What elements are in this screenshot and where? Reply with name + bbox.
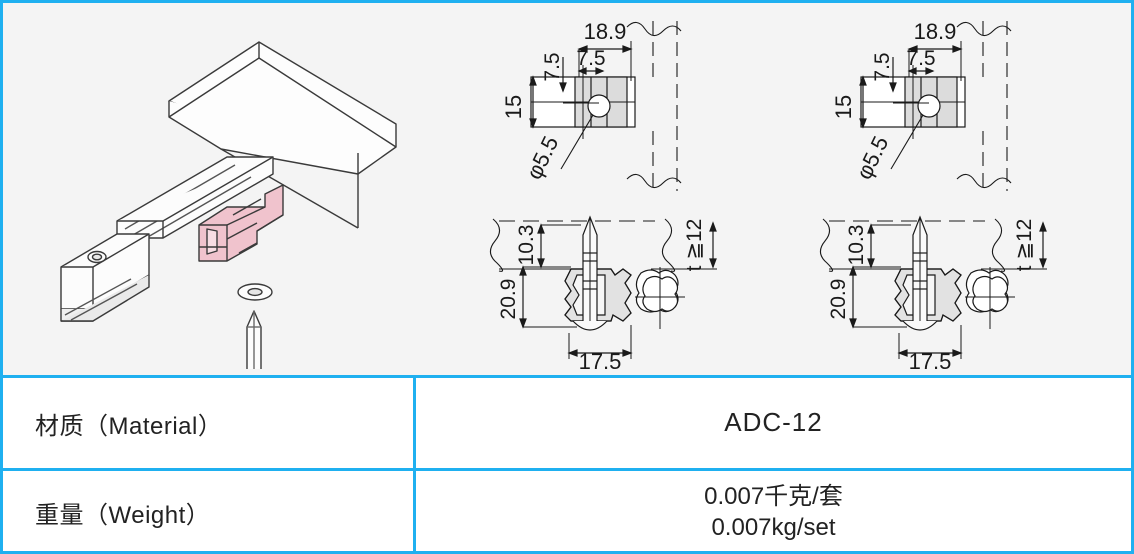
dim-total-height-right: 20.9: [827, 279, 850, 320]
weight-label: 重量（Weight）: [3, 471, 416, 551]
dim-hole-dia-top-right: φ5.5: [851, 132, 893, 183]
bracket-clip: [198, 184, 284, 262]
specification-table: 材质（Material） ADC-12 重量（Weight） 0.007千克/套…: [3, 375, 1131, 551]
drive-pin: [246, 310, 262, 369]
dim-width-bottom-right: 17.5: [909, 349, 952, 373]
section-view-left: 10.3 20.9 17.5 t ≧12: [489, 215, 717, 373]
dim-height-top-left: 15: [501, 95, 526, 119]
dim-offset-top-left: 7.5: [541, 52, 564, 81]
isometric-assembly-illustration: [60, 41, 397, 369]
dim-total-height-left: 20.9: [497, 279, 520, 320]
drawing-area: 18.9 7.5 7.5 15 φ5.5: [3, 3, 1131, 375]
dim-pin-height-right: 10.3: [845, 225, 868, 266]
washer: [237, 283, 273, 301]
dim-height-top-right: 15: [831, 95, 856, 119]
end-cap: [60, 233, 150, 322]
dim-offset-top-right: 7.5: [871, 52, 894, 81]
dim-width-top-right: 18.9: [914, 19, 957, 44]
table-row-weight: 重量（Weight） 0.007千克/套 0.007kg/set: [3, 468, 1131, 551]
rail-profile: [116, 156, 274, 242]
plan-view-left: 18.9 7.5 7.5 15 φ5.5: [501, 19, 682, 191]
dim-panel-thickness-right: t ≧12: [1013, 219, 1036, 272]
dim-width-bottom-left: 17.5: [579, 349, 622, 373]
plan-view-right: 18.9 7.5 7.5 15 φ5.5: [831, 19, 1012, 191]
dim-slot-top-right: 7.5: [906, 47, 935, 70]
weight-value-cell: 0.007千克/套 0.007kg/set: [416, 471, 1131, 551]
dim-panel-thickness-left: t ≧12: [683, 219, 706, 272]
weight-value-metric-cn: 0.007千克/套: [704, 482, 843, 510]
dim-pin-height-left: 10.3: [515, 225, 538, 266]
section-view-right: 10.3 20.9 17.5 t ≧12: [819, 215, 1047, 373]
material-value-cell: ADC-12: [416, 378, 1131, 468]
panel-board: [168, 41, 397, 229]
material-label: 材质（Material）: [3, 378, 416, 468]
material-value: ADC-12: [724, 407, 823, 438]
table-row-material: 材质（Material） ADC-12: [3, 375, 1131, 468]
dim-width-top-left: 18.9: [584, 19, 627, 44]
dim-slot-top-left: 7.5: [576, 47, 605, 70]
dim-hole-dia-top-left: φ5.5: [521, 132, 563, 183]
weight-value-metric-en: 0.007kg/set: [711, 513, 836, 541]
